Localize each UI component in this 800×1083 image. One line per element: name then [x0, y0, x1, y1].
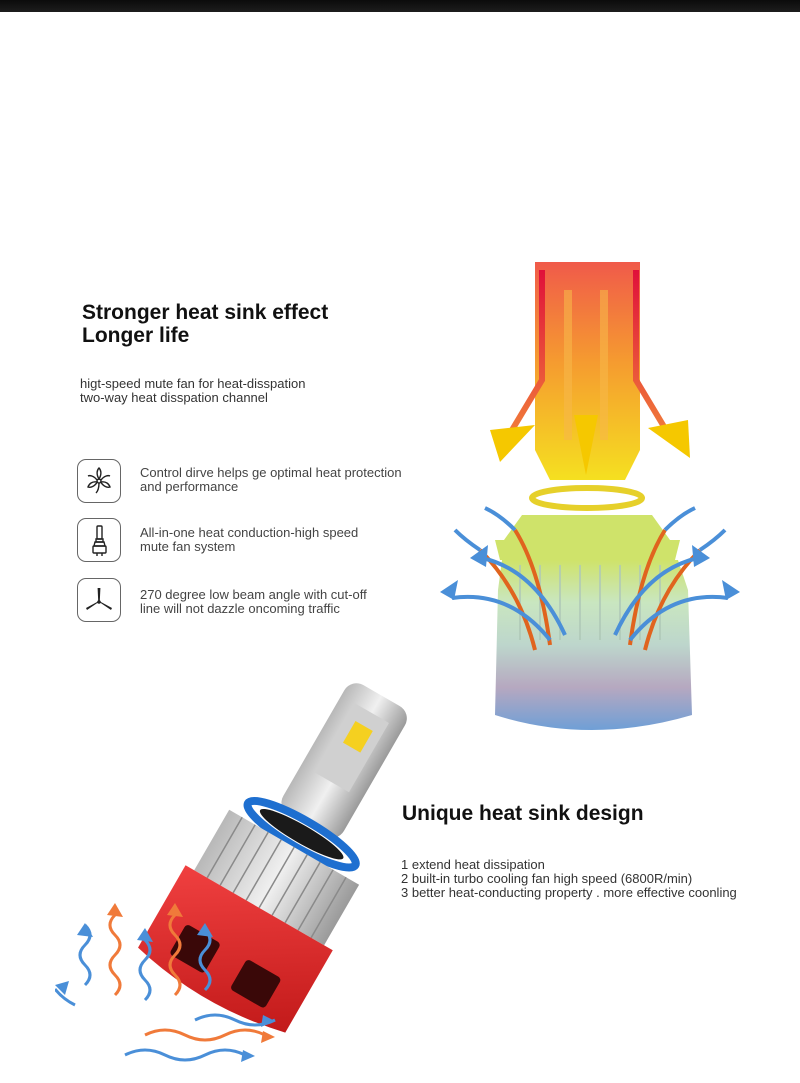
- section2-item-2: 2 built-in turbo cooling fan high speed …: [401, 871, 693, 886]
- center-heat-arrow: [574, 415, 598, 475]
- section1-subtitle-line2: two-way heat disspation channel: [80, 390, 268, 405]
- section1-title-line2: Longer life: [82, 324, 190, 347]
- bulb-collar: [529, 485, 645, 511]
- led-chip: [342, 720, 373, 753]
- feature-1-line2: and performance: [140, 479, 239, 494]
- section1-title: Stronger heat sink effect Longer life: [82, 301, 328, 347]
- feature-2-line1: All-in-one heat conduction-high speed: [140, 525, 359, 540]
- left-heat-line: [509, 270, 545, 432]
- section2-title: Unique heat sink design: [402, 802, 644, 825]
- propeller-icon: [77, 578, 121, 622]
- red-base: [138, 865, 333, 1033]
- section2-item-1: 1 extend heat dissipation: [401, 857, 545, 872]
- right-heat-arrow: [648, 420, 690, 458]
- thermal-bulb-illustration: [440, 255, 740, 730]
- top-dark-bar: [0, 0, 800, 12]
- section1-subtitle-line1: higt-speed mute fan for heat-disspation: [80, 376, 306, 391]
- blue-ring: [243, 796, 360, 872]
- bulb-icon: [77, 518, 121, 562]
- left-heat-arrow: [490, 425, 535, 462]
- feature-3-line1: 270 degree low beam angle with cut-off: [140, 587, 367, 602]
- feature-1-line1: Control dirve helps ge optimal heat prot…: [140, 465, 402, 480]
- heat-sink-body: [495, 560, 692, 730]
- section2-item-3: 3 better heat-conducting property . more…: [401, 885, 737, 900]
- right-heat-line: [633, 270, 669, 432]
- fan-icon: [77, 459, 121, 503]
- section1-title-line1: Stronger heat sink effect: [82, 301, 329, 324]
- blue-airflow-arrow: [453, 528, 482, 552]
- red-bulb-illustration: [55, 683, 407, 1062]
- feature-2-line2: mute fan system: [140, 539, 236, 554]
- feature-3-line2: line will not dazzle oncoming traffic: [140, 601, 340, 616]
